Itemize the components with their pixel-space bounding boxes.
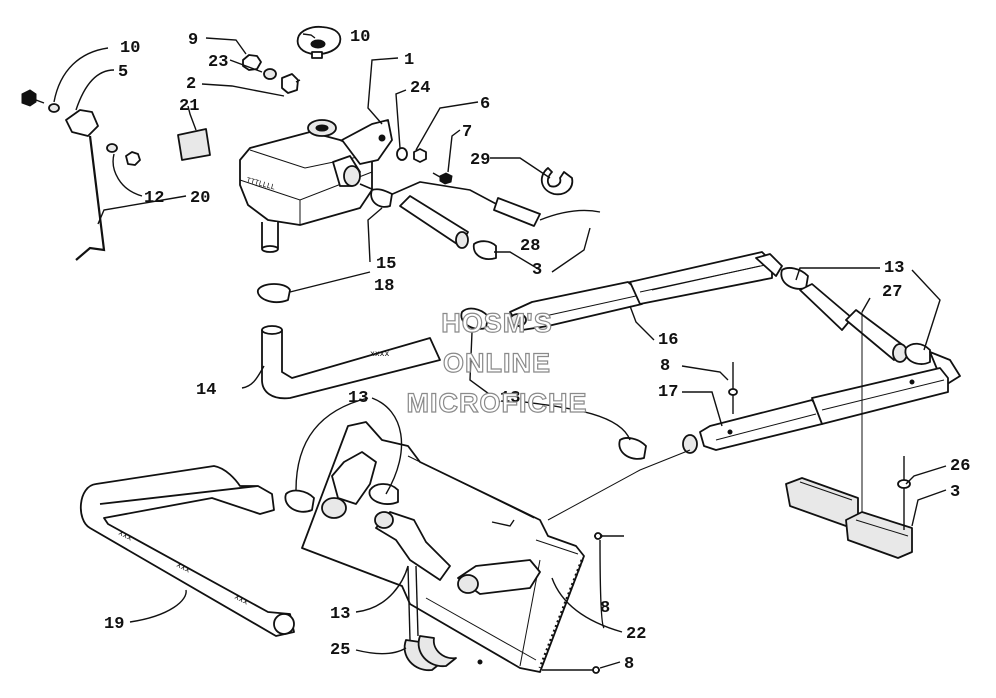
nut-6 xyxy=(413,148,427,163)
callout-1: 1 xyxy=(404,51,414,70)
callout-13-upper-right: 13 xyxy=(884,259,904,278)
callout-3: 3 xyxy=(950,483,960,502)
clamp-upper xyxy=(370,188,393,208)
slide-rail-3 xyxy=(785,477,913,559)
washer-24 xyxy=(263,68,277,80)
clamp-13b xyxy=(780,267,809,290)
callout-22: 20 xyxy=(190,189,210,208)
callout-labels: 10 9 23 2 21 1 24 6 7 29 10 5 12 20 15 1… xyxy=(104,28,970,674)
hose-13-upper xyxy=(799,283,853,331)
nut-12 xyxy=(125,151,141,166)
callout-5: 5 xyxy=(118,63,128,82)
callout-23: 22 xyxy=(626,625,646,644)
svg-text:xxxx: xxxx xyxy=(370,349,389,358)
bushing-2 xyxy=(281,73,299,94)
callout-14: 14 xyxy=(196,381,216,400)
callout-4: 3 xyxy=(532,261,542,280)
callout-8-middle: 8 xyxy=(600,599,610,618)
callout-13-left: 13 xyxy=(348,389,368,408)
clamp-28 xyxy=(472,240,497,260)
callout-2: 2 xyxy=(186,75,196,94)
hose-20: xxx xxx xxx xyxy=(79,465,295,637)
bolt-7 xyxy=(439,172,453,185)
hose-19 xyxy=(375,511,451,581)
callout-15: 15 xyxy=(376,255,396,274)
rod-22 xyxy=(75,135,106,261)
watermark-line1: HOSM'S xyxy=(441,308,552,338)
callout-20: 19 xyxy=(104,615,124,634)
connecting-line xyxy=(547,449,691,521)
callout-13-middle: 13 xyxy=(500,389,520,408)
radiator-panel-23 xyxy=(301,421,603,673)
clamp-13d xyxy=(618,437,647,460)
part-drawings: TTTLLLL xyxy=(21,25,961,674)
clamp-13f xyxy=(368,483,399,505)
callout-21: 21 xyxy=(179,97,199,116)
heat-exchanger-16 xyxy=(509,251,783,331)
callout-10: 10 xyxy=(120,39,140,58)
bracket-clip xyxy=(65,109,99,137)
clamp-29 xyxy=(540,167,574,196)
callout-27: 27 xyxy=(882,283,902,302)
clamp-13a xyxy=(460,307,489,330)
clamp-13c xyxy=(904,342,931,365)
hose-15 xyxy=(399,195,469,247)
callout-24-top: 23 xyxy=(208,53,228,72)
washer-5 xyxy=(48,103,60,113)
hose-elbow-a xyxy=(331,451,377,505)
leader-lines xyxy=(53,33,947,669)
callout-26: 26 xyxy=(950,457,970,476)
clamp-13e xyxy=(284,489,315,513)
callout-9: 9 xyxy=(188,31,198,50)
radiator-cap xyxy=(296,25,342,59)
heat-exchanger-17 xyxy=(682,367,949,454)
callout-11: 10 xyxy=(350,28,370,47)
clamp-18 xyxy=(257,283,291,303)
watermark: HOSM'S ONLINE MICROFICHE xyxy=(406,307,588,418)
callout-19: 13 xyxy=(330,605,350,624)
callout-29: 29 xyxy=(470,151,490,170)
clamp-25 xyxy=(403,635,457,671)
callout-24-right: 24 xyxy=(410,79,430,98)
washer-24b xyxy=(396,147,408,161)
callout-7: 7 xyxy=(462,123,472,142)
callout-8-bottom: 8 xyxy=(624,655,634,674)
bolt-10 xyxy=(21,89,37,107)
callout-25: 25 xyxy=(330,641,350,660)
callout-17: 17 xyxy=(658,383,678,402)
label-plate-21 xyxy=(177,128,211,161)
hose-14 xyxy=(261,329,441,400)
callout-8-top: 8 xyxy=(660,357,670,376)
watermark-line3: MICROFICHE xyxy=(407,388,588,418)
callout-12: 12 xyxy=(144,189,164,208)
watermark-line2: ONLINE xyxy=(443,348,551,378)
callout-28: 28 xyxy=(520,237,540,256)
callout-16: 16 xyxy=(658,331,678,350)
coolant-tank: TTTLLLL xyxy=(239,119,393,253)
callout-6: 6 xyxy=(480,95,490,114)
callout-18: 18 xyxy=(374,277,394,296)
